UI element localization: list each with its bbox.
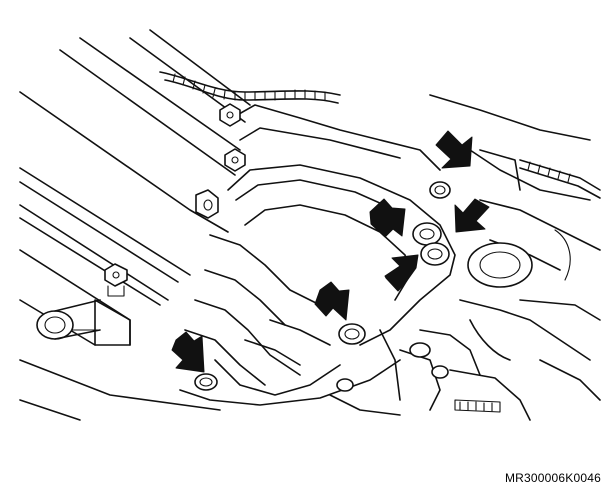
arrow-2 [369,198,406,238]
bolt-bottom-left [194,373,218,391]
arrow-3 [454,198,490,233]
arrow-1 [435,130,473,169]
arrow-6 [171,331,205,373]
pipe-end [36,299,101,340]
mount-bracket [179,104,456,406]
bolt-bracket-3 [429,181,451,199]
wiring-harness [159,71,601,199]
bolt-bracket-2 [420,242,450,266]
chassis-frame [19,29,251,421]
bolt-lower-center [338,323,366,345]
pointer-arrows [171,130,490,373]
figure-code: MR300006K0046 [504,471,601,485]
bolt-lower-left [104,263,128,297]
bolt-bottom [336,378,354,392]
bolt-group [104,103,451,392]
bolt-upper-left [224,148,246,172]
bolt-bracket-1 [412,222,442,246]
arrow-4 [384,254,419,292]
bolt-top-left [219,103,241,127]
transmission-housing [329,94,601,421]
arrow-5 [314,281,350,321]
bolt-side [195,189,219,219]
